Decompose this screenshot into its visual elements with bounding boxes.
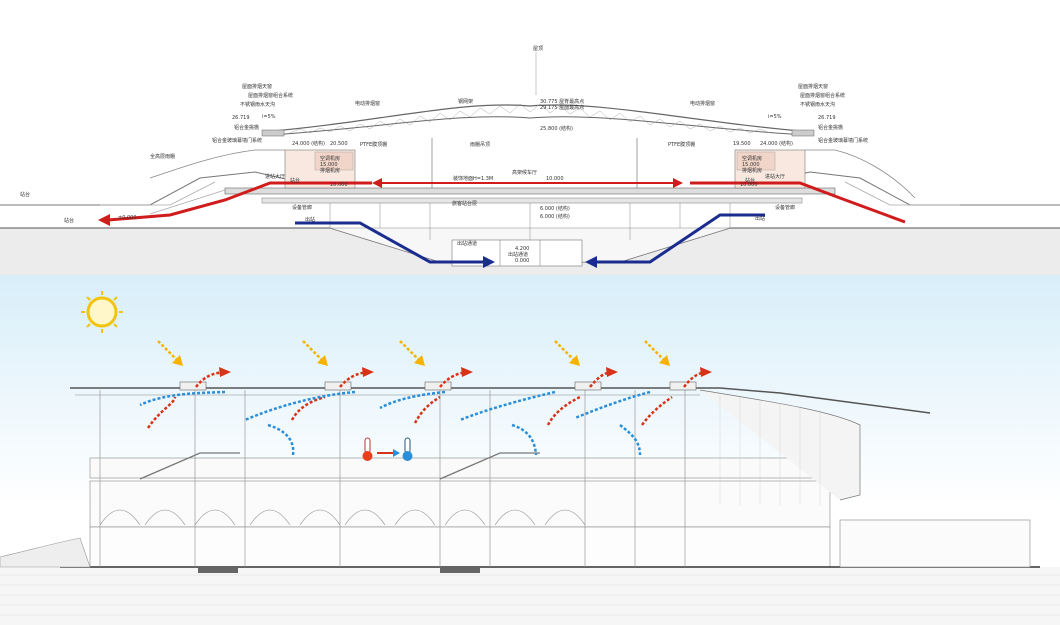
label-side-right-top: 站台 (745, 177, 755, 184)
label-right-side2: 不锈钢雨水天沟 (800, 101, 835, 108)
label-elev-6-1: 6.000 (结构) (540, 205, 570, 212)
concourse-slab (224, 187, 836, 195)
roof-line (70, 387, 931, 414)
label-left-side4: 铝合金玻璃幕墙门系统 (212, 137, 262, 144)
roof-truss (289, 103, 771, 134)
label-lower-passage: 出站 (305, 216, 315, 223)
label-left-bridge: 全高层雨棚 (150, 153, 175, 160)
thermometer-hot-icon (362, 437, 373, 461)
label-elev-20-left: 20.500 (330, 141, 348, 147)
label-elev-24-left: 24.000 (结构) (292, 140, 325, 147)
label-roof-left: 屋面排烟天窗 (242, 83, 272, 90)
label-left-side1: 屋面排烟窗组合系统 (248, 92, 293, 99)
blue-flow-left (295, 221, 485, 264)
label-lower-right: 出站 (755, 215, 765, 222)
label-side-left-top: 站台 (290, 177, 300, 184)
label-lower4: 0.000 (515, 258, 529, 264)
escalator-right (439, 452, 540, 480)
right-canopy (805, 149, 916, 199)
cool-air-arrows (139, 390, 651, 456)
red-flow-right (690, 181, 906, 224)
label-lower2: 4.200 (515, 246, 529, 252)
lower-section-drawing (0, 275, 1060, 625)
station-upper-floor (89, 457, 831, 479)
blue-flow-right (595, 213, 765, 264)
label-room-r3: 排烟机房 (742, 167, 762, 174)
label-left-elev: 26.719 (232, 115, 250, 121)
label-platform-right: 站台 (64, 217, 74, 224)
label-room-l3: 排烟机房 (320, 167, 340, 174)
label-right-side3: 铝合金挑檐 (818, 124, 843, 131)
label-elev-6-2: 6.000 (结构) (540, 213, 570, 220)
label-zero-left: ±0.000 (118, 215, 137, 221)
upper-section-drawing: 屋顶 屋面排烟天窗 屋面排烟天窗 30.775 屋脊最高点 29.175 屋面最… (0, 46, 1060, 275)
label-ptfe-right: PTFE膜顶棚 (668, 141, 695, 148)
label-mid-left: 电动排烟窗 (355, 100, 380, 107)
label-right-elev: 26.719 (818, 115, 836, 121)
label-elev-top2: 29.175 屋面最高点 (540, 104, 584, 111)
label-elev-10-mid: 10.000 (546, 176, 564, 182)
label-ptfe-left: PTFE膜顶棚 (360, 141, 387, 148)
label-center: 雨棚吊顶 (470, 141, 490, 148)
label-top-note: 屋顶 (533, 46, 543, 52)
label-elev-top1: 30.775 屋脊最高点 (540, 98, 584, 105)
left-hill (0, 537, 91, 568)
structural-columns (99, 390, 686, 567)
label-left-slope: i=5% (262, 114, 276, 120)
label-left-side3: 铝合金挑檐 (234, 124, 259, 131)
label-right-side4: 铝合金玻璃幕墙门系统 (818, 137, 868, 144)
label-room-l1: 空调机房 (320, 155, 340, 162)
label-mid-floor: 旅客站台层 (452, 200, 477, 207)
label-room-r2: 15.000 (742, 162, 760, 168)
label-platform-left: 站台 (20, 191, 30, 198)
label-elev-10-left: 10.000 (330, 182, 348, 188)
label-ground-right: 设备管廊 (775, 204, 795, 211)
label-ground-left: 设备管廊 (292, 204, 312, 211)
roof-skylights (179, 381, 697, 391)
label-right-slope: i=5% (768, 114, 782, 120)
station-lower-floor (89, 526, 831, 568)
label-elev-20-right: 19.500 (733, 141, 751, 147)
thermometer-cold-icon (402, 437, 413, 461)
escalator-left (139, 452, 240, 480)
roof-top (261, 104, 813, 133)
foundations (198, 567, 480, 573)
right-annex (839, 519, 1031, 568)
label-floor-height: 装饰地面H=1.3M (453, 175, 493, 182)
roof-bottom (269, 116, 806, 136)
platform-slab (261, 197, 803, 204)
red-flow-left (107, 181, 372, 222)
left-canopy (149, 149, 285, 179)
label-elev-10-right: 10.000 (740, 182, 758, 188)
station-middle-floor (89, 480, 831, 528)
label-roof-right: 屋面排烟天窗 (798, 83, 828, 90)
ground-hatch (0, 567, 1060, 625)
label-room-l2: 15.000 (320, 162, 338, 168)
label-room-r1: 空调机房 (742, 155, 762, 162)
label-right-side1: 屋面排烟窗组合系统 (800, 92, 845, 99)
label-elev-top3: 25.800 (结构) (540, 125, 573, 132)
label-lower3: 出站通道 (508, 251, 528, 258)
arched-openings (99, 509, 586, 526)
roof-columns (431, 138, 638, 188)
lower-pit (451, 239, 583, 267)
label-elev-24-right: 24.000 (结构) (760, 140, 793, 147)
label-shop-right: 进站大厅 (765, 173, 785, 180)
label-truss: 钢网架 (458, 98, 473, 105)
sun-icon (81, 291, 123, 333)
label-concourse: 高架候车厅 (512, 169, 537, 176)
label-mid-right: 电动排烟窗 (690, 100, 715, 107)
label-lower1: 出站通道 (457, 240, 477, 247)
label-shop-left: 进站大厅 (265, 173, 285, 180)
label-left-side2: 不锈钢雨水天沟 (240, 101, 275, 108)
